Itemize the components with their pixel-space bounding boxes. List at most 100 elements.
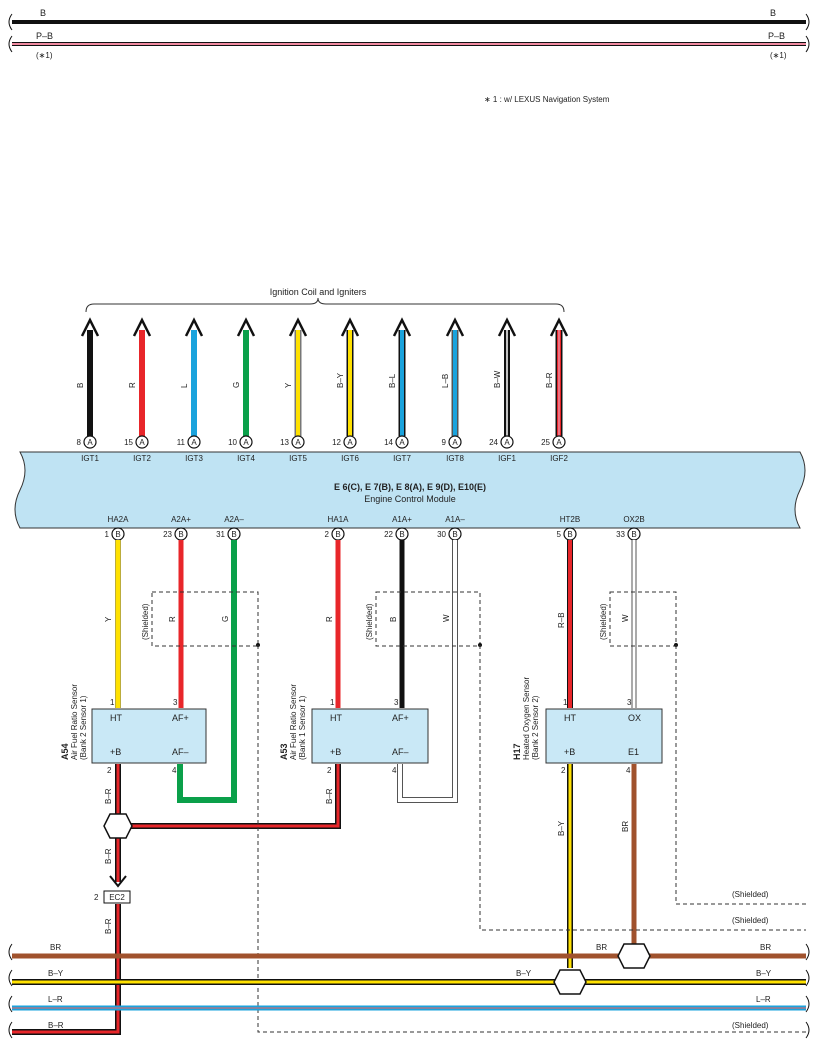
br-feed-network: B–R B–R B–R EC2 2 B–R (12, 764, 341, 1035)
a54-name: Air Fuel Ratio Sensor (70, 684, 79, 760)
label-pb-right: P–B (768, 31, 785, 41)
ec2-pin: 2 (94, 893, 99, 902)
wire-br-a53 (130, 764, 340, 828)
ignition-wire-igt3: L (180, 317, 204, 436)
shield-drains: (Shielded) (Shielded) (Shielded) (257, 645, 806, 1033)
wire-break-right (805, 13, 810, 53)
wire-g-a54 (177, 540, 237, 803)
arrow-up-icon (80, 317, 100, 337)
arrow-up-icon (497, 317, 517, 337)
a54-pin-afminus: 4 (172, 766, 177, 775)
pin-circle (187, 435, 201, 449)
wire-color-label: L (180, 383, 189, 388)
label-a54-ht-wire: Y (104, 616, 113, 622)
sensor-h17: HT OX +B E1 1 3 2 4 H17 Heated Oxygen Se… (512, 677, 663, 775)
a54-pin-afplus: 3 (173, 698, 178, 707)
a54-term-ht: HT (110, 713, 122, 723)
pin-terminal: A1A+ (392, 515, 412, 524)
splice-by (553, 969, 587, 995)
pin-connector: A (243, 438, 249, 447)
bus-by-left: B–Y (48, 969, 64, 978)
pin-connector: A (504, 438, 510, 447)
wire-color-label: B–R (545, 372, 554, 388)
h17-term-e1: E1 (628, 747, 639, 757)
label-a53-ht-wire: R (325, 616, 334, 622)
a54-term-afminus: AF– (172, 747, 189, 757)
pin-number: 5 (557, 530, 562, 539)
pin-number: 12 (332, 438, 341, 447)
pin-connector: A (191, 438, 197, 447)
label-a53-plusb-wire: B–R (325, 788, 334, 804)
sensor-a54: HT AF+ +B AF– 1 3 2 4 A54 Air Fuel Ratio… (60, 684, 207, 775)
wire-color-label: R (128, 382, 137, 388)
sensor-a53-box (311, 708, 429, 764)
ecm-pin-a2a-: A2A+B23 (163, 515, 191, 541)
pin-circle (291, 435, 305, 449)
bottom-bus: BR BR BR B–Y B–Y B–Y L–R L–R B–R (8, 943, 810, 1039)
wire-color-label: B–L (388, 373, 397, 388)
pin-number: 33 (616, 530, 625, 539)
pin-terminal: A1A– (445, 515, 465, 524)
h17-name: Heated Oxygen Sensor (522, 677, 531, 760)
label-b-left: B (40, 8, 46, 18)
bus-break-right (805, 943, 810, 1039)
pin-connector: A (399, 438, 405, 447)
ignition-wire-igt1: B (76, 317, 100, 436)
pin-circle (448, 435, 462, 449)
pin-terminal: HT2B (560, 515, 580, 524)
shield-label-a53: (Shielded) (365, 603, 374, 640)
pin-connector: B (452, 530, 457, 539)
pin-connector: B (567, 530, 572, 539)
a53-pin-plusb: 2 (327, 766, 332, 775)
wire-color-label: Y (284, 382, 293, 388)
label-a54-afminus-wire: G (221, 616, 230, 622)
label-a54-plusb-wire: B–R (104, 788, 113, 804)
drain-a54 (257, 645, 806, 1033)
h17-term-ht: HT (564, 713, 576, 723)
pin-terminal: IGT3 (185, 454, 203, 463)
pin-terminal: IGT2 (133, 454, 151, 463)
label-a53-afminus-wire: W (442, 614, 451, 622)
splice-br (617, 943, 651, 969)
ignition-title: Ignition Coil and Igniters (270, 287, 367, 297)
a53-term-afminus: AF– (392, 747, 409, 757)
a53-term-plusb: +B (330, 747, 341, 757)
label-h17-plusb-wire: B–Y (557, 820, 566, 836)
bus-br-left: BR (50, 943, 61, 952)
pin-terminal: A2A– (224, 515, 244, 524)
shield-box-a53 (375, 591, 481, 647)
pin-number: 23 (163, 530, 172, 539)
wire-color-label: B–Y (336, 372, 345, 388)
wire-color-label: B (76, 383, 85, 388)
drain-h17 (675, 645, 806, 905)
wire-w-a53 (398, 540, 457, 802)
pin-number: 9 (442, 438, 447, 447)
ecm-title: E 6(C), E 7(B), E 8(A), E 9(D), E10(E) (334, 482, 486, 492)
pin-circle (83, 435, 97, 449)
ignition-wire-igt8: L–B (441, 317, 465, 436)
bus-break-left (8, 943, 13, 1039)
sensor-a54-box (91, 708, 207, 764)
wire-color-label: L–B (441, 374, 450, 388)
pin-connector: A (87, 438, 93, 447)
pin-connector: B (178, 530, 183, 539)
ignition-wire-igt5: Y (284, 317, 308, 436)
pin-connector: A (347, 438, 353, 447)
pin-number: 10 (228, 438, 237, 447)
wire-break-left (8, 13, 13, 53)
label-shielded-1: (Shielded) (732, 890, 769, 899)
pin-number: 25 (541, 438, 550, 447)
h17-pin-ht: 1 (563, 698, 568, 707)
ec2-connector (103, 890, 131, 904)
ecm-bottom-pins: HA2AB1A2A+B23A2A–B31HA1AB2A1A+B22A1A–B30… (105, 515, 645, 541)
a54-term-plusb: +B (110, 747, 121, 757)
pin-circle (343, 435, 357, 449)
bus-br-mid: BR (596, 943, 607, 952)
wire-br-low-outline (12, 904, 121, 1035)
arrow-up-icon (445, 317, 465, 337)
label-br-low: B–R (104, 918, 113, 934)
